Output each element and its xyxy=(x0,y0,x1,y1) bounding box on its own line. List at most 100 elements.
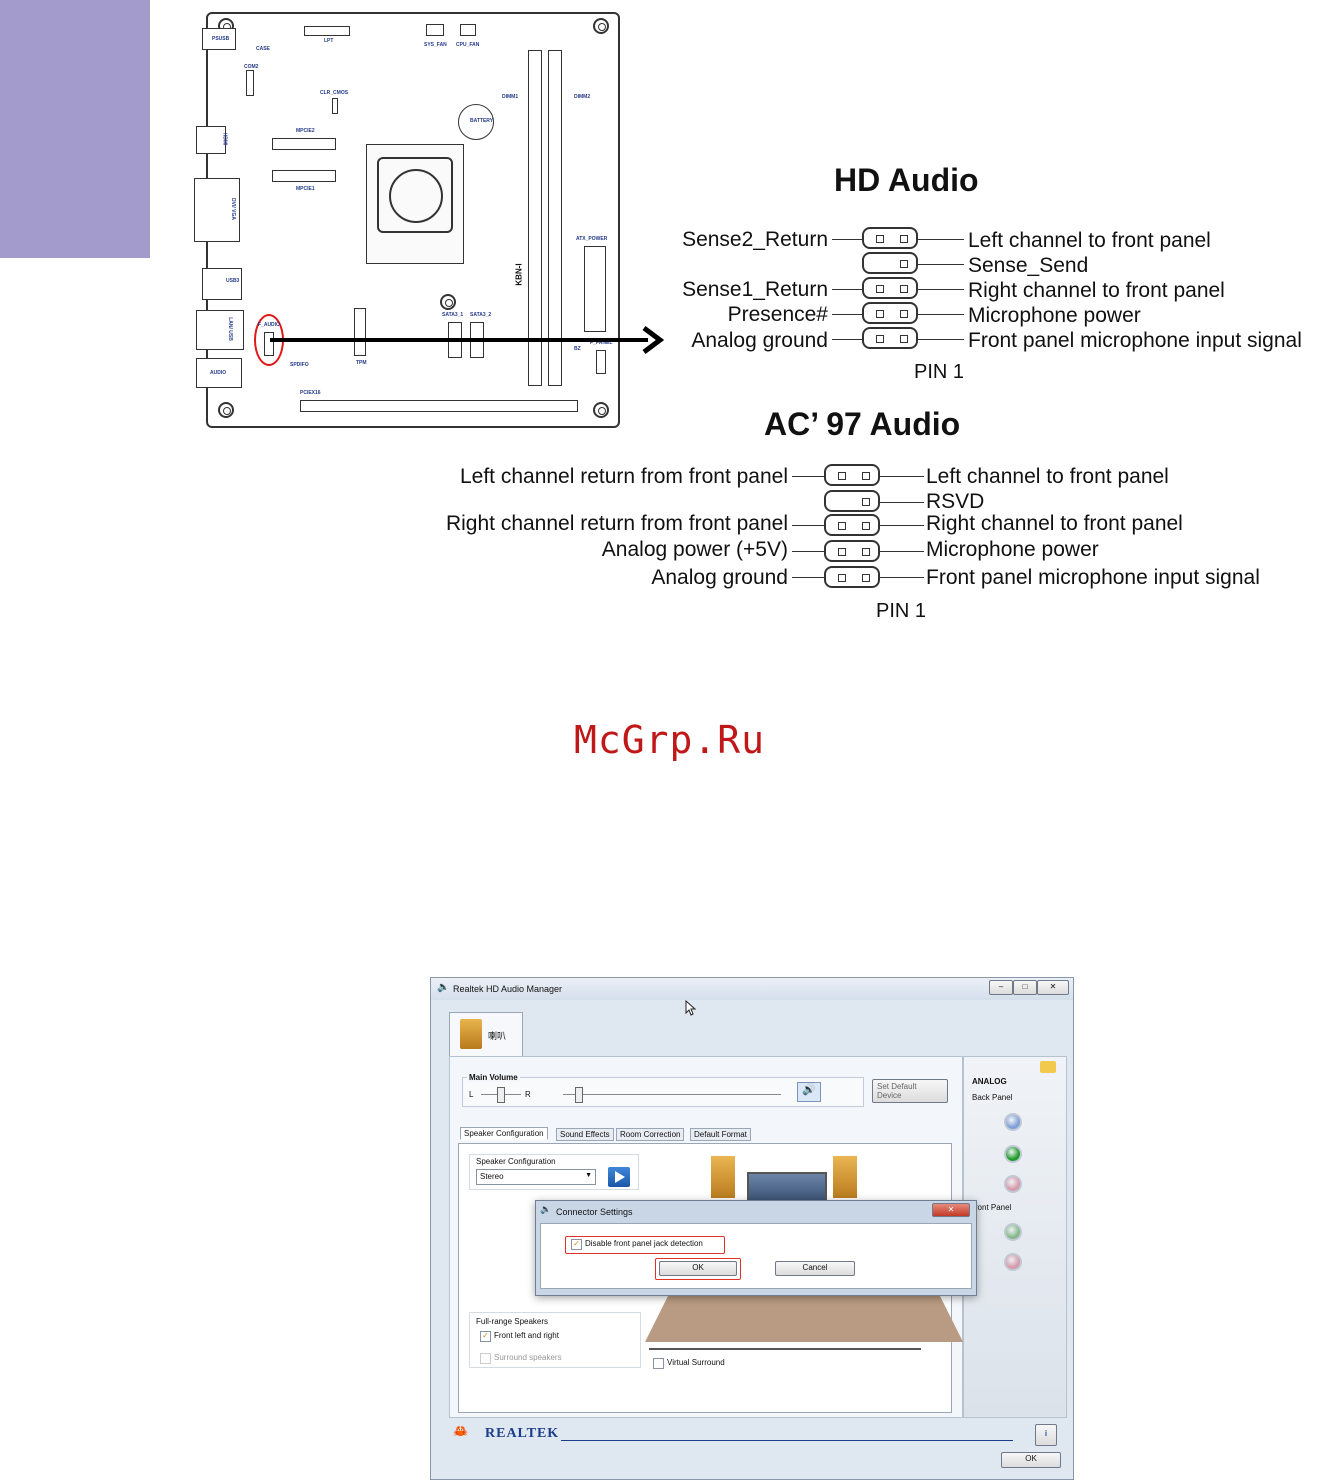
label-sys-fan: SYS_FAN xyxy=(424,42,447,48)
ac97-pin1-label: PIN 1 xyxy=(876,600,927,622)
ac97-right-label: Microphone power xyxy=(926,538,1099,561)
info-icon[interactable]: i xyxy=(1035,1424,1057,1446)
folder-icon[interactable] xyxy=(1040,1061,1056,1073)
main-volume-label: Main Volume xyxy=(467,1073,520,1082)
label-sata3-2: SATA3_2 xyxy=(470,312,492,318)
tab-sound-effects[interactable]: Sound Effects xyxy=(556,1128,614,1141)
close-button[interactable]: ✕ xyxy=(1037,980,1069,995)
full-range-group: Full-range Speakers ✓ Front left and rig… xyxy=(469,1312,641,1368)
ac97-right-label: Left channel to front panel xyxy=(926,465,1169,488)
label-hdmi: HDMI xyxy=(221,132,228,146)
tab-room-correction[interactable]: Room Correction xyxy=(616,1128,685,1141)
full-range-label: Full-range Speakers xyxy=(476,1317,549,1326)
speaker-icon: 🔈 xyxy=(437,982,450,993)
ac97-audio-title: AC’ 97 Audio xyxy=(764,406,961,442)
ac97-left-label: Left channel return from front panel xyxy=(459,465,788,488)
realtek-crab-icon: 🦀 xyxy=(453,1424,468,1438)
volume-thumb[interactable] xyxy=(575,1087,583,1103)
maximize-button[interactable]: □ xyxy=(1013,980,1037,995)
dialog-speaker-icon: 🔈 xyxy=(540,1204,552,1214)
virtual-surround-label: Virtual Surround xyxy=(667,1358,725,1367)
dialog-cancel-button[interactable]: Cancel xyxy=(775,1261,855,1276)
jack-green[interactable] xyxy=(1004,1145,1022,1163)
tab-default-format[interactable]: Default Format xyxy=(690,1128,751,1141)
mount-hole xyxy=(593,18,609,34)
left-speaker-icon[interactable] xyxy=(711,1156,735,1198)
speaker-config-select[interactable]: Stereo ▼ xyxy=(476,1169,596,1185)
label-mpcie1: MPCIE1 xyxy=(296,186,315,192)
hd-left-label: Sense2_Return xyxy=(682,228,828,251)
label-com2: COM2 xyxy=(244,64,259,70)
label-lan-usb: LAN/ USB xyxy=(226,317,233,341)
back-panel-label: Back Panel xyxy=(972,1093,1013,1102)
balance-thumb[interactable] xyxy=(497,1087,505,1103)
label-dimm1: DIMM1 xyxy=(502,94,519,100)
hd-left-label: Presence# xyxy=(727,303,828,326)
front-lr-checkbox[interactable]: ✓ xyxy=(480,1331,491,1342)
virtual-surround-checkbox[interactable] xyxy=(653,1358,664,1369)
label-battery: BATTERY xyxy=(470,118,494,124)
balance-right-label: R xyxy=(525,1090,531,1099)
label-bz: BZ xyxy=(574,346,581,352)
label-dvi-vga: DVI/ VGA xyxy=(229,198,236,220)
arrow-line xyxy=(270,338,648,342)
surround-checkbox[interactable] xyxy=(480,1353,491,1364)
label-spdifo: SPDIFO xyxy=(290,362,309,368)
set-default-device-button[interactable]: Set Default Device xyxy=(872,1079,948,1103)
mute-speaker-icon[interactable]: 🔊 xyxy=(797,1082,821,1102)
label-usb3: USB3 xyxy=(226,278,240,284)
analog-label: ANALOG xyxy=(972,1077,1007,1086)
ac97-right-label: RSVD xyxy=(926,490,985,513)
tab-speaker-configuration[interactable]: Speaker Configuration xyxy=(460,1127,548,1140)
mount-hole xyxy=(218,402,234,418)
motherboard-diagram: PSUSB CASE COM2 LPT SYS_FAN CPU_FAN CLR_… xyxy=(194,12,620,428)
floor-edge xyxy=(649,1348,921,1350)
dialog-title: Connector Settings xyxy=(556,1207,633,1217)
hd-left-label: Analog ground xyxy=(691,329,828,352)
realtek-brand: REALTEK xyxy=(485,1426,560,1441)
jack-front-pink[interactable] xyxy=(1004,1253,1022,1271)
ac97-right-label: Right channel to front panel xyxy=(926,512,1183,535)
realtek-window: 🔈 Realtek HD Audio Manager – □ ✕ 喇叭 Main… xyxy=(430,977,1074,1480)
dialog-close-button[interactable]: ✕ xyxy=(932,1203,970,1217)
jack-pink[interactable] xyxy=(1004,1175,1022,1193)
label-case: CASE xyxy=(256,46,270,52)
checkbox-highlight xyxy=(565,1236,725,1254)
front-panel-label: Front Panel xyxy=(970,1203,1012,1212)
speaker-config-label: Speaker Configuration xyxy=(476,1157,556,1166)
disable-jack-detection-checkbox[interactable]: ✓ xyxy=(571,1239,582,1250)
front-lr-label: Front left and right xyxy=(494,1331,559,1340)
mouse-cursor-icon xyxy=(685,1000,697,1016)
label-tpm: TPM xyxy=(356,360,367,366)
device-tab[interactable]: 喇叭 xyxy=(449,1012,523,1057)
sidebar-accent xyxy=(0,0,150,258)
main-volume-group: Main Volume L R 🔊 xyxy=(462,1073,864,1107)
hd-right-label: Front panel microphone input signal xyxy=(968,329,1302,352)
label-audio: AUDIO xyxy=(210,370,227,376)
footer-rule xyxy=(561,1440,1013,1441)
disable-jack-detection-label: Disable front panel jack detection xyxy=(585,1239,703,1248)
right-speaker-icon[interactable] xyxy=(833,1156,857,1198)
arrow-head-icon xyxy=(642,326,665,354)
label-psusb: PSUSB xyxy=(212,36,230,42)
jack-front-green[interactable] xyxy=(1004,1223,1022,1241)
label-lpt: LPT xyxy=(324,38,334,44)
ac97-left-label: Analog power (+5V) xyxy=(601,538,788,561)
play-icon[interactable] xyxy=(608,1167,630,1187)
minimize-button[interactable]: – xyxy=(989,980,1013,995)
ac97-left-label: Right channel return from front panel xyxy=(445,512,788,535)
ok-highlight xyxy=(655,1258,741,1280)
label-atx-power: ATX_POWER xyxy=(576,236,608,242)
jack-panel: ANALOG Back Panel Front Panel xyxy=(963,1056,1067,1418)
dialog-ok-button[interactable]: OK xyxy=(659,1261,737,1276)
watermark-text: McGrp.Ru xyxy=(574,718,766,762)
hd-right-label: Right channel to front panel xyxy=(968,279,1225,302)
volume-slider[interactable] xyxy=(563,1094,781,1095)
balance-left-label: L xyxy=(469,1090,474,1099)
main-ok-button[interactable]: OK xyxy=(1001,1452,1061,1468)
jack-blue[interactable] xyxy=(1004,1113,1022,1131)
window-title: Realtek HD Audio Manager xyxy=(453,984,563,994)
label-kbn: KBN-I xyxy=(514,263,524,286)
ac97-right-label: Front panel microphone input signal xyxy=(926,566,1260,589)
label-cpu-fan: CPU_FAN xyxy=(456,42,480,48)
